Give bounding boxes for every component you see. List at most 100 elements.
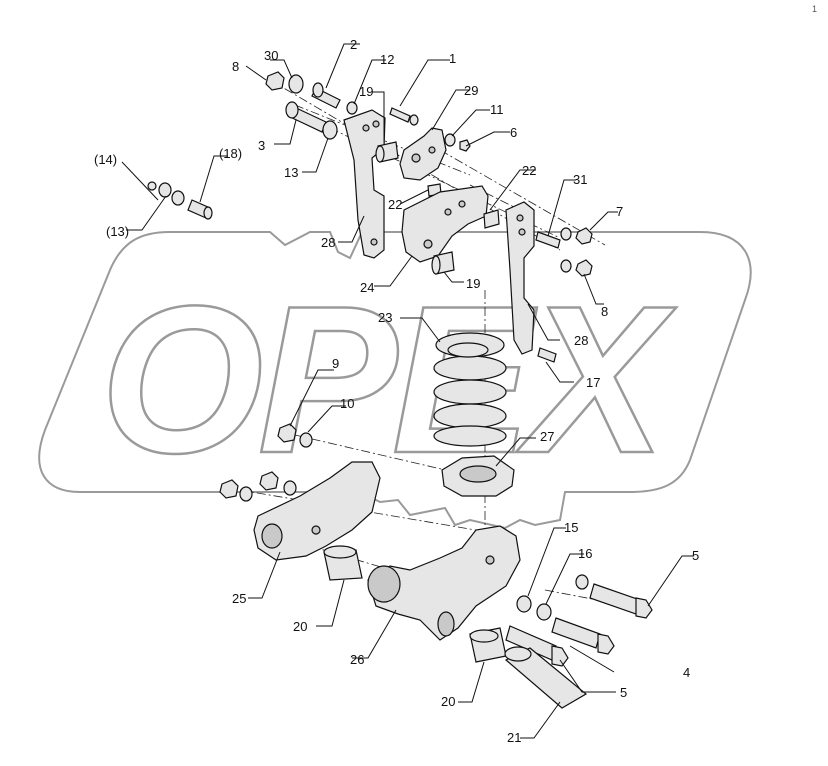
callout-19-lower: 19	[466, 276, 480, 291]
bolt-2-head	[312, 82, 324, 98]
callout-23: 23	[378, 310, 392, 325]
bracket-24-hole-c	[458, 200, 466, 208]
callout-7: 7	[616, 204, 623, 219]
callout-2: 2	[350, 37, 357, 52]
callout-6: 6	[510, 125, 517, 140]
nut-8-right	[575, 259, 593, 277]
link-28-right-hole-b	[518, 228, 526, 236]
watermark-gear	[38, 231, 752, 530]
callout-5-lower: 5	[620, 685, 627, 700]
washer-11	[444, 133, 456, 147]
callout-28-left: 28	[321, 235, 335, 250]
watermark-text: OPEX	[100, 262, 676, 497]
bolt-5-lower-head	[551, 645, 569, 667]
callout-9: 9	[332, 356, 339, 371]
plate-29	[399, 127, 447, 181]
link-28-left-hole-b	[372, 120, 380, 128]
washer-13-a	[158, 182, 172, 198]
bolt-4-head	[597, 633, 615, 655]
callout-11: 11	[490, 102, 504, 117]
optional-fasteners	[147, 181, 213, 220]
callout-30: 30	[264, 48, 278, 63]
callout-29: 29	[464, 83, 478, 98]
callout-10: 10	[340, 396, 354, 411]
washer-8	[560, 259, 572, 273]
link-28-left-hole-a	[362, 124, 370, 132]
bushing-20-left-end	[323, 545, 357, 559]
callout-26: 26	[350, 652, 364, 667]
coil-spring-23	[433, 332, 507, 447]
bolt-31	[535, 231, 561, 249]
bolt-3-head	[285, 101, 299, 119]
washer-12	[346, 101, 358, 115]
fasteners-lower-right	[505, 574, 653, 667]
bolt-5-upper	[589, 583, 641, 615]
callout-24: 24	[360, 280, 374, 295]
callout-16: 16	[578, 546, 592, 561]
callout-14-optional: (14)	[94, 152, 117, 167]
callout-12: 12	[380, 52, 394, 67]
bracket-26	[367, 525, 521, 641]
fasteners-upper-left	[265, 71, 471, 152]
plate-29-hole-b	[428, 146, 436, 154]
washer-15	[516, 595, 532, 613]
bushing-19-upper-end	[375, 145, 385, 163]
bracket-26-tube-end	[367, 565, 401, 603]
bolt-1	[389, 107, 411, 123]
washer-30	[288, 74, 304, 94]
pin-21-end	[504, 646, 532, 662]
nut-14	[147, 181, 157, 191]
bushing-20-lower-end	[469, 629, 499, 643]
washer-left-a	[239, 486, 253, 502]
corner-mark: 1	[812, 4, 817, 14]
fasteners-middle-left	[219, 423, 313, 502]
callout-20-left: 20	[293, 619, 307, 634]
washer-10	[299, 432, 313, 448]
nut-6	[459, 139, 471, 152]
nut-8-upper	[265, 71, 285, 91]
bracket-24	[401, 185, 489, 263]
link-28-right	[505, 201, 535, 355]
callout-labels: 1 2 3 4 5 5 6 7 8 8 9 10 11 12 13 (13) (…	[94, 37, 699, 745]
washer-left-b	[283, 480, 297, 496]
bracket-26-hole	[485, 555, 495, 565]
washer-1	[409, 114, 419, 126]
arm-25	[253, 461, 381, 561]
bushing-19-lower-end	[431, 255, 441, 275]
fasteners-upper-right	[535, 227, 593, 363]
nut-left-b	[259, 471, 279, 491]
bracket-24-hole-a	[423, 239, 433, 249]
callout-8-right: 8	[601, 304, 608, 319]
pin-18-end	[203, 206, 213, 220]
bolt-4	[551, 617, 601, 649]
washer-13	[322, 120, 338, 140]
callout-3: 3	[258, 138, 265, 153]
callout-5-upper: 5	[692, 548, 699, 563]
watermark-logo: OPEX	[38, 231, 752, 530]
spacer-22-right	[483, 209, 500, 229]
callout-15: 15	[564, 520, 578, 535]
washer-7	[560, 227, 572, 241]
washer-13-b	[171, 190, 185, 206]
link-28-left-hole-c	[370, 238, 378, 246]
bracket-26-eye	[437, 611, 455, 637]
callout-20-lower: 20	[441, 694, 455, 709]
nut-left-a	[219, 479, 239, 499]
washer-5-upper	[575, 574, 589, 590]
callout-25: 25	[232, 591, 246, 606]
callout-19-upper: 19	[359, 84, 373, 99]
callout-17: 17	[586, 375, 600, 390]
callout-31: 31	[573, 172, 587, 187]
arm-25-hole	[311, 525, 321, 535]
callout-27: 27	[540, 429, 554, 444]
bracket-24-hole-b	[444, 208, 452, 216]
callout-13: 13	[284, 165, 298, 180]
arm-25-eye	[261, 523, 283, 549]
callout-18-optional: (18)	[219, 146, 242, 161]
leader-lines	[121, 43, 694, 739]
nut-9	[277, 423, 297, 443]
link-28-left	[343, 109, 386, 259]
callout-4: 4	[683, 665, 690, 680]
link-28-right-hole-a	[516, 214, 524, 222]
plate-29-hole-a	[411, 153, 421, 163]
